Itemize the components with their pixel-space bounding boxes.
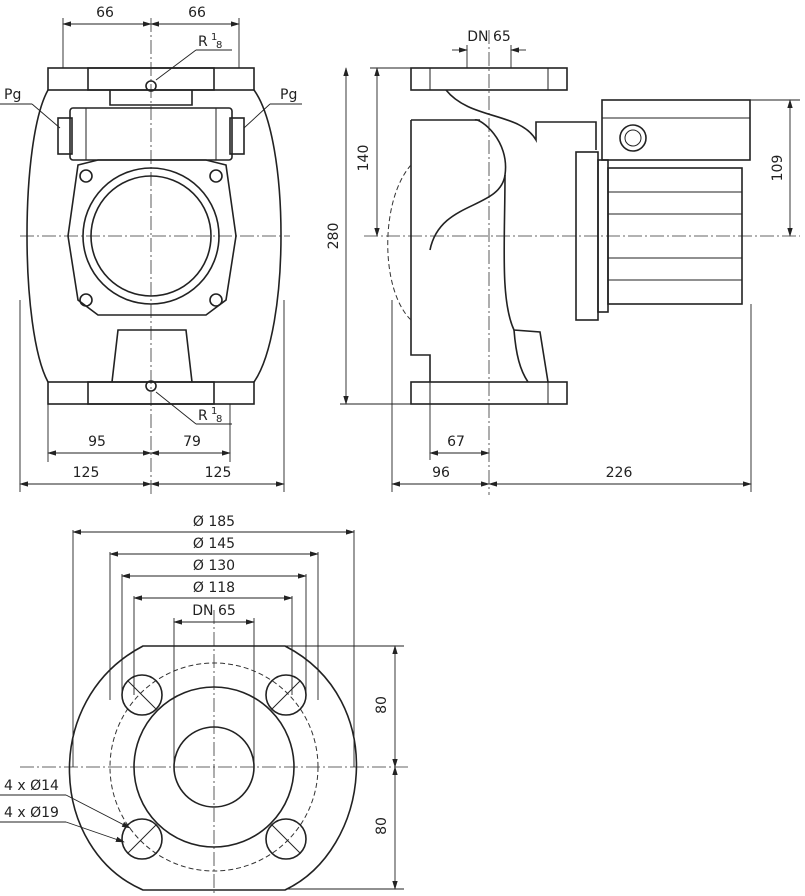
motor-body [67, 159, 237, 316]
side-outlet [513, 329, 529, 383]
dim-67: 67 [447, 434, 465, 450]
flange-dn65: DN 65 [192, 603, 236, 619]
bolt-hole-mark [127, 824, 157, 854]
side-housing-left [410, 120, 431, 382]
thread-top-label: R [198, 34, 208, 50]
leader-holes-19 [65, 821, 125, 843]
thread-top-den: 8 [216, 40, 222, 51]
cable-gland-left [57, 117, 73, 155]
dim-79: 79 [183, 434, 201, 450]
dim-80-bottom: 80 [374, 817, 390, 835]
housing-foot [111, 329, 193, 383]
dim-d130: Ø 130 [193, 558, 235, 574]
pressure-plug-bottom [145, 380, 157, 392]
thread-bottom-label: R [198, 408, 208, 424]
flange-bolt-circle [109, 662, 319, 872]
cable-gland-right [229, 117, 245, 155]
flange-raised-face [133, 686, 295, 848]
bottom-flange-inner [87, 381, 215, 405]
dim-140: 140 [356, 145, 372, 172]
dim-66-left: 66 [96, 5, 114, 21]
leader-pg-left [31, 103, 61, 129]
dim-66-right: 66 [188, 5, 206, 21]
side-top-flange [410, 67, 568, 91]
housing-neck [109, 90, 193, 106]
thread-bottom-num: 1 [211, 406, 217, 417]
screw [209, 169, 223, 183]
dim-d118: Ø 118 [193, 580, 235, 596]
dim-109: 109 [770, 155, 786, 182]
terminal-knob-inner [624, 129, 642, 147]
dim-d185: Ø 185 [193, 514, 235, 530]
housing-right-arc [253, 89, 282, 383]
terminal-knob [619, 124, 647, 152]
side-housing-top [445, 89, 597, 150]
dim-96: 96 [432, 465, 450, 481]
bolt-hole-mark [127, 680, 157, 710]
dim-d145: Ø 145 [193, 536, 235, 552]
front-view: 66 66 R 1 8 R 1 8 Pg Pg 95 79 125 125 [0, 5, 302, 495]
flange-view: Ø 185 Ø 145 Ø 130 Ø 118 DN 65 80 80 4 x … [0, 514, 410, 896]
pg-right-label: Pg [280, 87, 297, 103]
side-hidden-arc [387, 164, 412, 321]
holes-14-label: 4 x Ø14 [4, 778, 59, 794]
side-volute-body [503, 174, 549, 383]
bolt-hole-mark [271, 824, 301, 854]
motor-ring-outer [82, 167, 220, 305]
side-motor-body [607, 167, 743, 305]
bolt-hole [265, 818, 307, 860]
holes-19-label: 4 x Ø19 [4, 805, 59, 821]
motor-ring-inner [90, 175, 212, 297]
top-flange-inner [87, 67, 215, 91]
screw [209, 293, 223, 307]
thread-bottom-den: 8 [216, 414, 222, 425]
pg-left-label: Pg [4, 87, 21, 103]
side-terminal-box [601, 99, 751, 161]
housing-left-arc [26, 89, 49, 383]
side-dn65: DN 65 [467, 29, 511, 45]
leader-thread-bottom [155, 391, 197, 425]
dim-80-top: 80 [374, 696, 390, 714]
leader-thread-top [155, 49, 197, 81]
thread-top-num: 1 [211, 32, 217, 43]
screw [79, 293, 93, 307]
dim-95: 95 [88, 434, 106, 450]
leader-pg-right [243, 103, 271, 129]
bolt-hole-mark [271, 680, 301, 710]
flange-outline [68, 645, 358, 891]
dim-125-left: 125 [73, 465, 100, 481]
side-view: DN 65 140 280 109 67 96 226 [326, 29, 800, 495]
dim-125-right: 125 [205, 465, 232, 481]
dim-226: 226 [606, 465, 633, 481]
pressure-plug-top [145, 80, 157, 92]
side-bottom-flange [410, 381, 568, 405]
leader-holes-14 [65, 794, 131, 829]
side-volute-curve [429, 119, 507, 251]
dim-280: 280 [326, 223, 342, 250]
screw [79, 169, 93, 183]
